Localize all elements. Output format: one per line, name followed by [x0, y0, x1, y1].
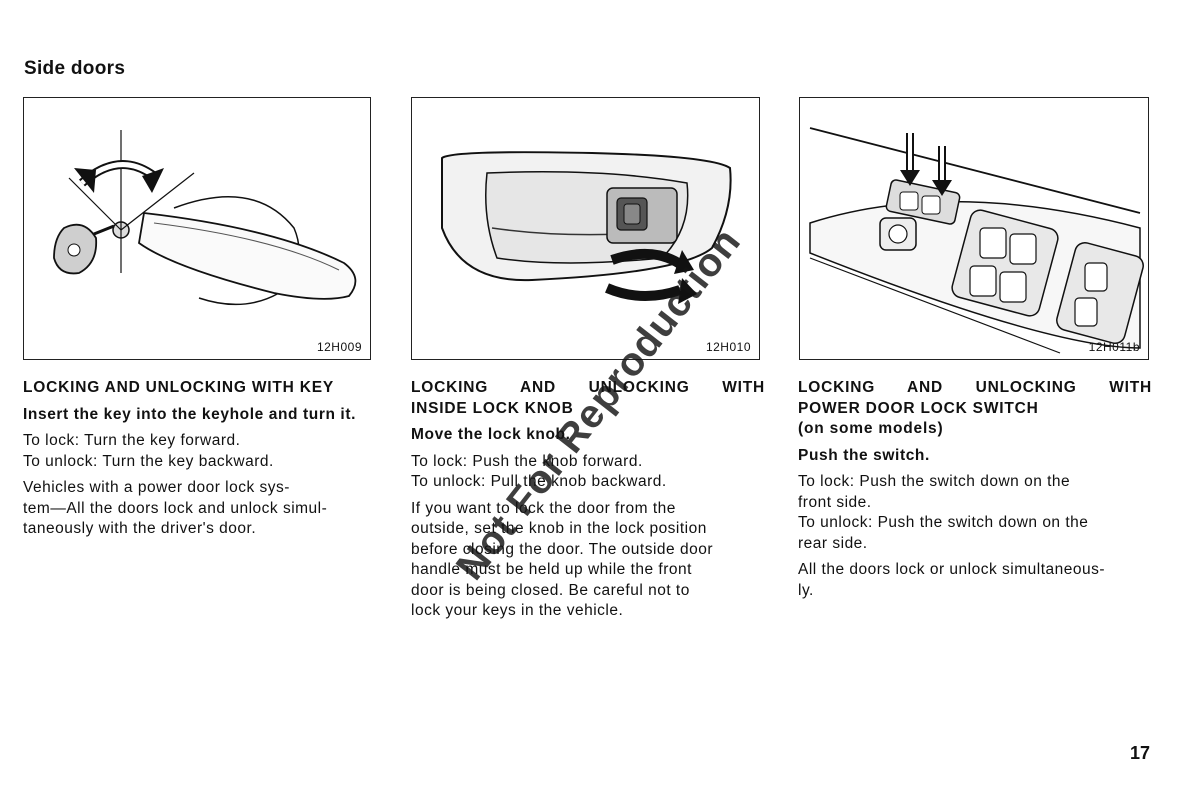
heading-line: LOCKING AND UNLOCKING WITH — [411, 379, 765, 396]
section-inside-lock-knob: LOCKING AND UNLOCKING WITH INSIDE LOCK K… — [411, 378, 765, 622]
text-line: To unlock: Pull the knob backward. — [411, 473, 667, 490]
heading-line: LOCKING AND UNLOCKING WITH — [798, 379, 1152, 396]
section-instruction: Insert the key into the keyhole and turn… — [23, 405, 357, 423]
power-door-lock-switch-icon — [809, 127, 1144, 354]
section-paragraph: Vehicles with a power door lock sys- tem… — [23, 478, 377, 540]
section-key-lock: LOCKING AND UNLOCKING WITH KEY Insert th… — [23, 378, 377, 540]
figure-key-lock: 12H009 — [23, 97, 371, 360]
figure-code: 12H010 — [705, 340, 751, 354]
text-line: tem—All the doors lock and unlock simul- — [23, 499, 328, 517]
heading-line: POWER DOOR LOCK SWITCH — [798, 399, 1039, 417]
page-number: 17 — [1129, 743, 1150, 763]
text-line: If you want to lock the door from the — [411, 499, 676, 517]
figure-inside-lock-knob: 12H010 — [411, 97, 760, 360]
text-line: To unlock: Push the switch down on the — [798, 514, 1089, 531]
figure-power-lock-switch: 12H011b — [799, 97, 1149, 360]
text-line: outside, set the knob in the lock positi… — [411, 520, 707, 537]
section-power-lock-switch: LOCKING AND UNLOCKING WITH POWER DOOR LO… — [798, 378, 1152, 601]
section-paragraph: All the doors lock or unlock simultaneou… — [798, 560, 1152, 601]
section-heading: LOCKING AND UNLOCKING WITH POWER DOOR LO… — [798, 378, 1152, 440]
text-line: handle must be held up while the front — [411, 561, 692, 578]
section-heading: LOCKING AND UNLOCKING WITH KEY — [23, 378, 377, 399]
text-line: To lock: Turn the key forward. — [23, 432, 241, 449]
heading-line: LOCKING AND UNLOCKING WITH KEY — [23, 379, 335, 396]
section-paragraph: To lock: Push the knob forward. To unloc… — [411, 452, 765, 493]
figure-code: 12H011b — [1088, 340, 1140, 354]
text-line: All the doors lock or unlock simultaneou… — [798, 561, 1106, 578]
section-paragraph: To lock: Turn the key forward. To unlock… — [23, 431, 377, 472]
page-title: Side doors — [24, 58, 126, 79]
text-line: front side. — [798, 493, 872, 511]
text-line: before closing the door. The outside doo… — [411, 540, 713, 558]
text-line: door is being closed. Be careful not to — [411, 581, 690, 599]
text-line: ly. — [798, 581, 814, 599]
inside-lock-knob-icon — [441, 151, 732, 304]
text-line: lock your keys in the vehicle. — [411, 602, 624, 619]
door-handle-key-icon — [53, 130, 357, 306]
text-line: To lock: Push the knob forward. — [411, 452, 643, 470]
section-instruction: Move the lock knob. — [411, 426, 571, 443]
heading-line: INSIDE LOCK KNOB — [411, 399, 574, 417]
section-paragraph: To lock: Push the switch down on the fro… — [798, 472, 1152, 554]
text-line: Vehicles with a power door lock sys- — [23, 479, 290, 496]
heading-line: (on some models) — [798, 420, 944, 437]
text-line: taneously with the driver's door. — [23, 520, 257, 537]
section-instruction: Push the switch. — [798, 446, 930, 464]
figure-code: 12H009 — [316, 340, 362, 354]
section-heading: LOCKING AND UNLOCKING WITH INSIDE LOCK K… — [411, 378, 765, 419]
text-line: rear side. — [798, 534, 868, 552]
section-paragraph: If you want to lock the door from the ou… — [411, 499, 765, 622]
text-line: To lock: Push the switch down on the — [798, 473, 1071, 490]
text-line: To unlock: Turn the key backward. — [23, 452, 274, 470]
